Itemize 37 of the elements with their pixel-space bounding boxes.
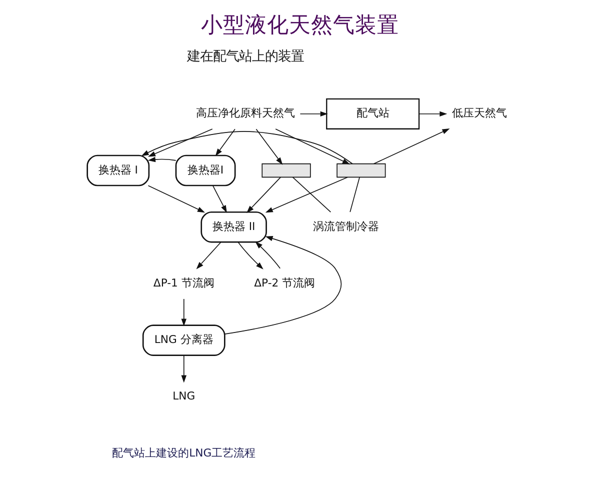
arrow — [275, 128, 350, 164]
arrow — [212, 185, 227, 213]
node-box: 换热器 I — [86, 154, 150, 186]
arrow — [196, 242, 222, 270]
node-text: LNG — [172, 390, 196, 403]
caption: 配气站上建设的LNG工艺流程 — [112, 446, 256, 460]
arrow — [255, 242, 281, 269]
node-box: 换热器 II — [200, 211, 267, 243]
connector — [292, 176, 332, 212]
node-box: 配气站 — [326, 98, 420, 130]
node-text: ΔP-2 节流阀 — [254, 276, 316, 290]
arrow — [224, 236, 342, 334]
node-text: ΔP-1 节流阀 — [153, 276, 214, 290]
node-text: 涡流管制冷器 — [313, 220, 380, 233]
arrow — [148, 128, 213, 157]
node-box: 换热器I — [175, 154, 236, 186]
node-tube — [336, 163, 386, 178]
arrow — [300, 111, 328, 117]
arrow — [419, 111, 448, 117]
connector — [350, 176, 360, 212]
node-text: 低压天然气 — [452, 106, 507, 120]
diagram-title: 小型液化天然气装置 — [201, 13, 399, 38]
arrow — [181, 355, 187, 383]
arrow — [215, 128, 236, 156]
arrow — [141, 131, 353, 164]
arrow — [256, 128, 283, 165]
arrow — [246, 176, 282, 213]
arrow — [148, 185, 206, 213]
node-tube — [262, 163, 311, 178]
arrow — [265, 176, 348, 213]
arrow — [181, 298, 186, 326]
arrow — [148, 156, 176, 162]
node-text: 高压净化原料天然气 — [196, 106, 295, 120]
node-box: LNG 分离器 — [142, 324, 226, 356]
arrow — [238, 242, 264, 270]
label: 建在配气站上的装置 — [186, 49, 304, 64]
arrow — [373, 128, 450, 164]
